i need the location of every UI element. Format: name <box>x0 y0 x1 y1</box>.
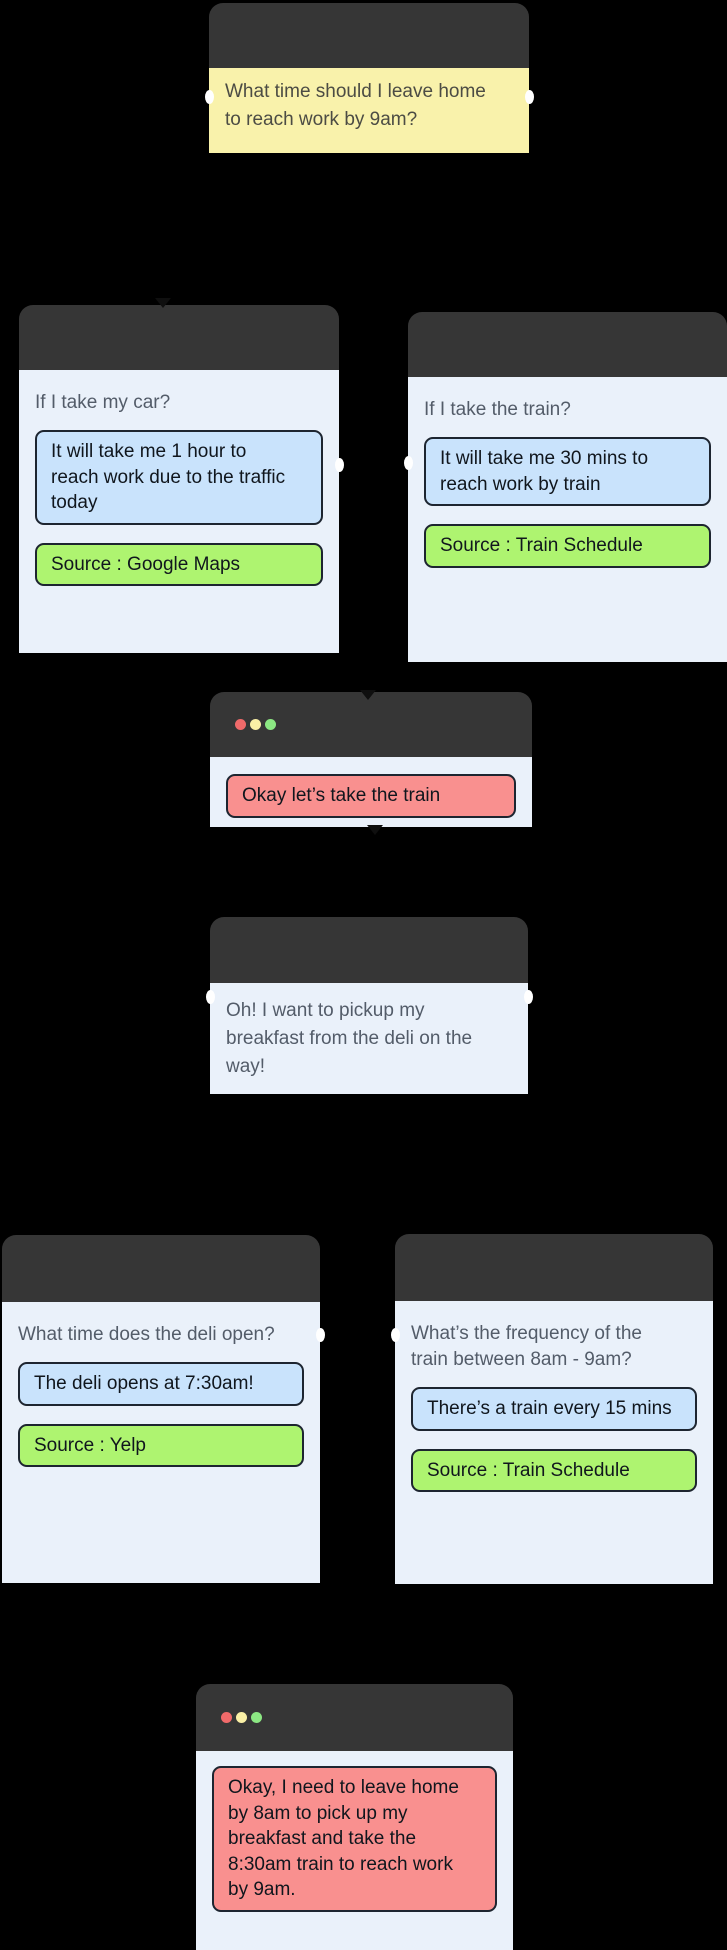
source-box[interactable]: Source : Yelp <box>18 1423 304 1468</box>
question-title: What time does the deli open? <box>18 1324 275 1345</box>
window-body: Okay, I need to leave home by 8am to pic… <box>196 1751 513 1950</box>
window-titlebar <box>209 3 529 68</box>
answer-box[interactable]: It will take me 30 mins to reach work by… <box>424 437 711 507</box>
connector-port-right[interactable] <box>315 1328 325 1342</box>
note-text: What time should I leave home to reach w… <box>225 81 486 130</box>
answer-box[interactable]: The deli opens at 7:30am! <box>18 1362 304 1406</box>
decision-box[interactable]: Okay let’s take the train <box>226 774 516 818</box>
answer-box[interactable]: It will take me 1 hour to reach work due… <box>35 430 323 525</box>
window-titlebar <box>2 1235 320 1302</box>
window-titlebar <box>210 917 528 983</box>
source-box[interactable]: Source : Google Maps <box>35 542 323 587</box>
traffic-light-green-icon <box>251 1712 262 1723</box>
window-body: If I take the train? It will take me 30 … <box>408 377 727 662</box>
window-final-plan[interactable]: Okay, I need to leave home by 8am to pic… <box>196 1684 513 1950</box>
connector-port-left[interactable] <box>403 456 413 470</box>
window-train-frequency[interactable]: What’s the frequency of the train betwee… <box>390 1234 713 1584</box>
window-leave-time-question[interactable]: What time should I leave home to reach w… <box>204 3 534 153</box>
window-titlebar <box>196 1684 513 1751</box>
traffic-light-red-icon <box>235 719 246 730</box>
connector-port-right[interactable] <box>334 458 344 472</box>
connector-arrow-icon <box>367 825 383 835</box>
source-box[interactable]: Source : Train Schedule <box>424 524 711 568</box>
window-titlebar <box>408 312 727 377</box>
traffic-light-red-icon <box>221 1712 232 1723</box>
window-body: If I take my car? It will take me 1 hour… <box>19 370 339 653</box>
note-text: Oh! I want to pickup my breakfast from t… <box>226 1000 473 1077</box>
window-titlebar <box>19 305 339 370</box>
window-breakfast-note[interactable]: Oh! I want to pickup my breakfast from t… <box>205 917 533 1094</box>
window-take-train-decision[interactable]: Okay let’s take the train <box>210 690 532 835</box>
connector-arrow-icon <box>360 690 376 700</box>
window-body: What time should I leave home to reach w… <box>209 68 529 153</box>
window-train-option[interactable]: If I take the train? It will take me 30 … <box>403 312 727 662</box>
window-body: What time does the deli open? The deli o… <box>2 1302 320 1583</box>
window-titlebar <box>210 692 532 757</box>
connector-port-right[interactable] <box>524 90 534 104</box>
source-box[interactable]: Source : Train Schedule <box>411 1448 697 1493</box>
connector-arrow-icon <box>155 298 171 308</box>
window-body: Oh! I want to pickup my breakfast from t… <box>210 983 528 1094</box>
question-title: If I take the train? <box>424 399 571 420</box>
traffic-light-green-icon <box>265 719 276 730</box>
connector-port-left[interactable] <box>205 990 215 1004</box>
question-title: If I take my car? <box>35 392 171 413</box>
window-deli-open[interactable]: What time does the deli open? The deli o… <box>2 1235 325 1583</box>
window-body: What’s the frequency of the train betwee… <box>395 1301 713 1584</box>
connector-port-right[interactable] <box>523 990 533 1004</box>
window-body: Okay let’s take the train <box>210 757 532 827</box>
window-car-option[interactable]: If I take my car? It will take me 1 hour… <box>19 298 344 653</box>
decision-box[interactable]: Okay, I need to leave home by 8am to pic… <box>212 1766 497 1912</box>
answer-box[interactable]: There’s a train every 15 mins <box>411 1387 697 1431</box>
traffic-light-yellow-icon <box>236 1712 247 1723</box>
connector-port-left[interactable] <box>204 90 214 104</box>
connector-port-left[interactable] <box>390 1328 400 1342</box>
question-title: What’s the frequency of the train betwee… <box>411 1323 642 1370</box>
traffic-light-yellow-icon <box>250 719 261 730</box>
window-titlebar <box>395 1234 713 1301</box>
